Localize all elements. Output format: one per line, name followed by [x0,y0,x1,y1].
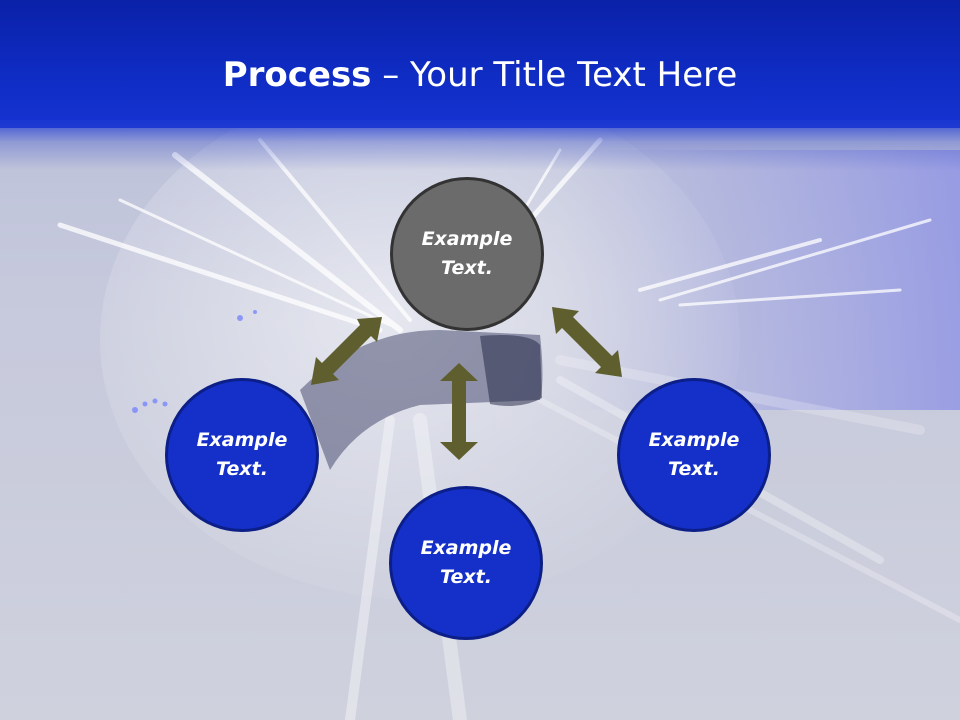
node-left-line2: Text. [216,458,268,480]
arrow-center-bottom [440,363,478,460]
node-left-line1: Example [196,429,288,451]
node-right-line2: Text. [668,458,720,480]
node-center-line1: Example [421,228,513,250]
node-bottom-line1: Example [420,537,512,559]
node-bottom-line2: Text. [440,566,492,588]
title-bar-fade [0,120,960,170]
arrow-center-right [552,307,622,377]
title-bar [0,0,960,128]
node-right-line1: Example [648,429,740,451]
title-rest: – Your Title Text Here [371,55,738,95]
node-center-line2: Text. [441,257,493,279]
arrow-center-left [311,317,382,385]
title-bold: Process [222,55,372,95]
slide-title: Process – Your Title Text Here [0,52,960,98]
